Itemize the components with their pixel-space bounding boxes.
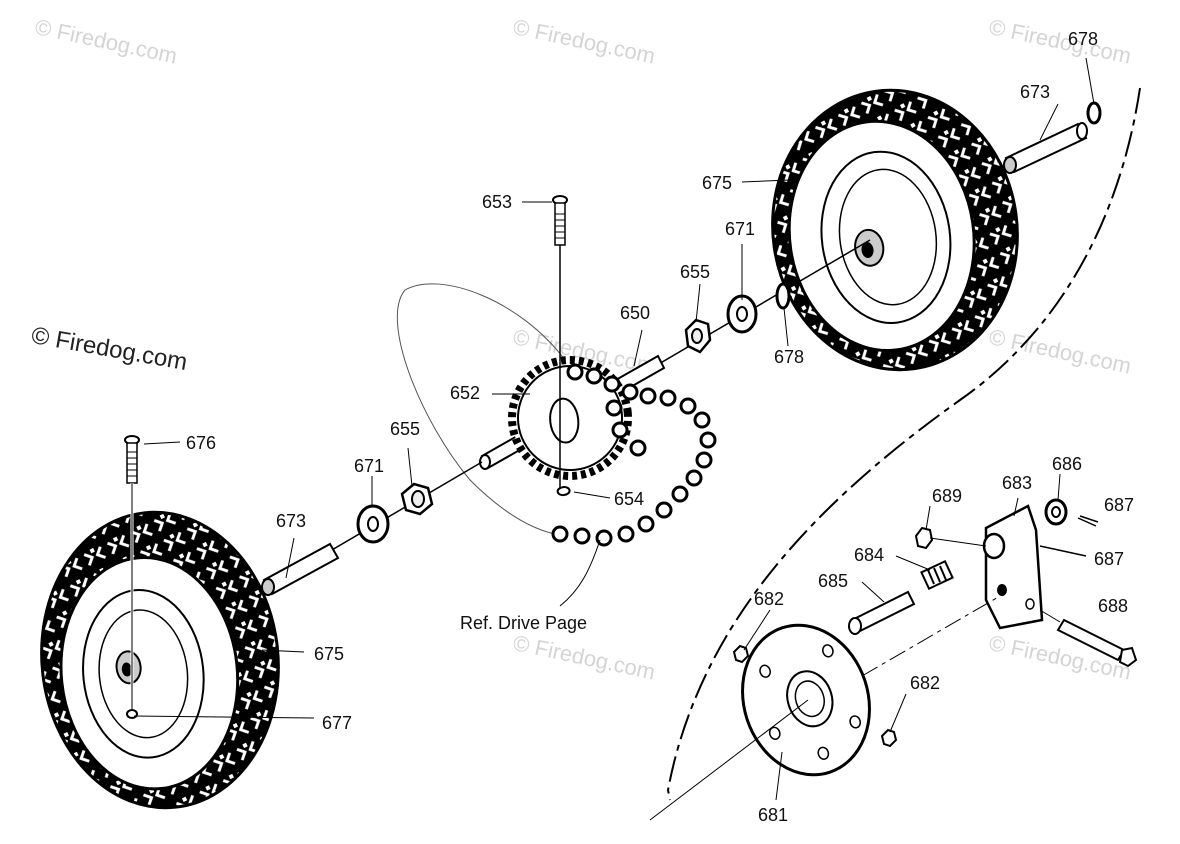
divider-curve [666,87,1141,801]
label-650: 650 [620,303,651,323]
spring-684 [920,560,954,590]
bracket-683 [982,504,1044,630]
label-678: 678 [774,347,805,367]
label-689: 689 [932,486,963,506]
label-686: 686 [1052,454,1083,474]
bolt-676 [124,435,140,719]
label-653: 653 [482,192,513,212]
label-675: 675 [314,644,345,664]
nut-689 [914,526,934,550]
label-681: 681 [758,805,789,825]
leader-lines [133,57,1095,821]
label-684: 684 [854,545,885,565]
label-655: 655 [390,419,421,439]
label-673: 673 [1020,82,1051,102]
right-eclip-678b [775,282,791,310]
nut-682-right [880,728,898,748]
sprocket-652 [508,356,632,497]
label-673: 673 [276,511,307,531]
right-wheel [771,88,1019,372]
label-655: 655 [680,262,711,282]
right-eclip-678 [1086,101,1102,125]
right-washer-671 [726,294,758,334]
plate-681 [741,623,871,777]
drive-chain [551,363,717,547]
left-wheel [40,510,280,810]
label-682: 682 [910,673,941,693]
label-676: 676 [186,433,217,453]
chain-outline [396,283,566,536]
bolt-653 [552,195,568,488]
left-spacer-673 [261,542,340,596]
label-652: 652 [450,383,481,403]
label-675: 675 [702,173,733,193]
pins-687 [1039,515,1099,557]
left-washer-671 [356,504,390,544]
label-688: 688 [1098,596,1129,616]
label-687: 687 [1104,495,1135,515]
ref-drive-page-label: Ref. Drive Page [460,613,588,633]
label-671: 671 [725,219,756,239]
nut-682-left [732,644,750,664]
label-683: 683 [1002,473,1033,493]
label-678: 678 [1068,29,1099,49]
right-nut-655 [684,318,712,354]
label-671: 671 [354,456,385,476]
label-687: 687 [1094,549,1125,569]
right-spacer-673 [1003,122,1088,174]
pin-685 [848,590,916,635]
bushing-686 [1044,498,1068,526]
left-nut-655 [400,482,434,516]
label-685: 685 [818,571,849,591]
label-682: 682 [754,589,785,609]
label-654: 654 [614,489,645,509]
label-677: 677 [322,713,353,733]
bolt-688 [1056,618,1138,668]
